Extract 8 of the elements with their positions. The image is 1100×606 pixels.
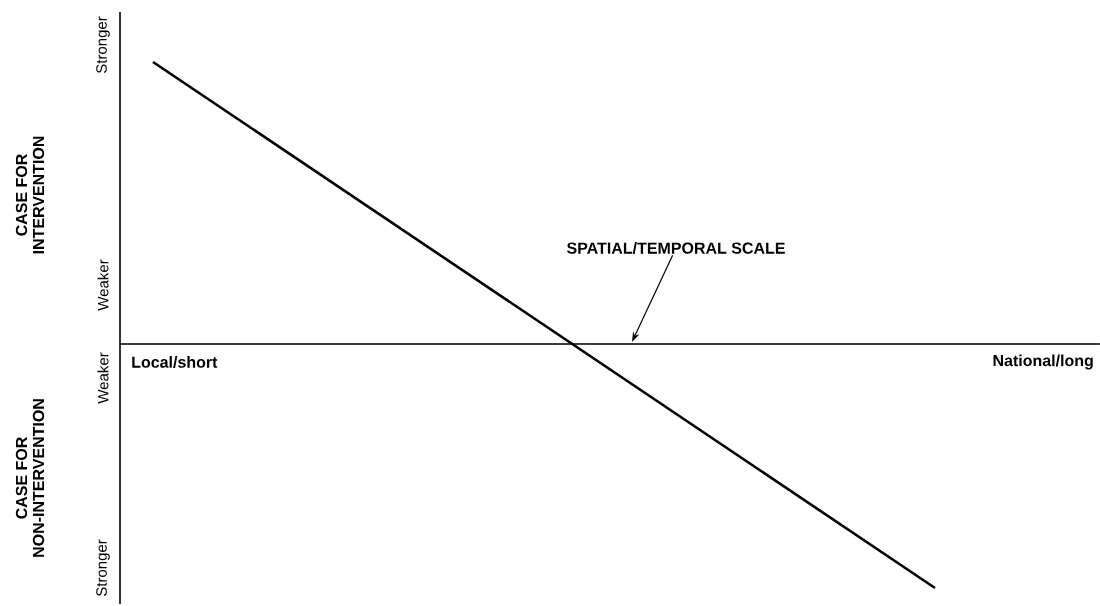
axis-title: CASE FOR NON-INTERVENTION [15,399,45,557]
axis-title: CASE FOR INTERVENTION [15,136,45,254]
horizontal-axis [120,343,1100,345]
axis-label: Weaker [97,259,109,311]
axis-label: Stronger [96,16,110,74]
callout-text: SPATIAL/TEMPORAL SCALE [567,242,785,254]
axis-label: Weaker [97,352,109,404]
axis-label: Stronger [96,539,110,597]
